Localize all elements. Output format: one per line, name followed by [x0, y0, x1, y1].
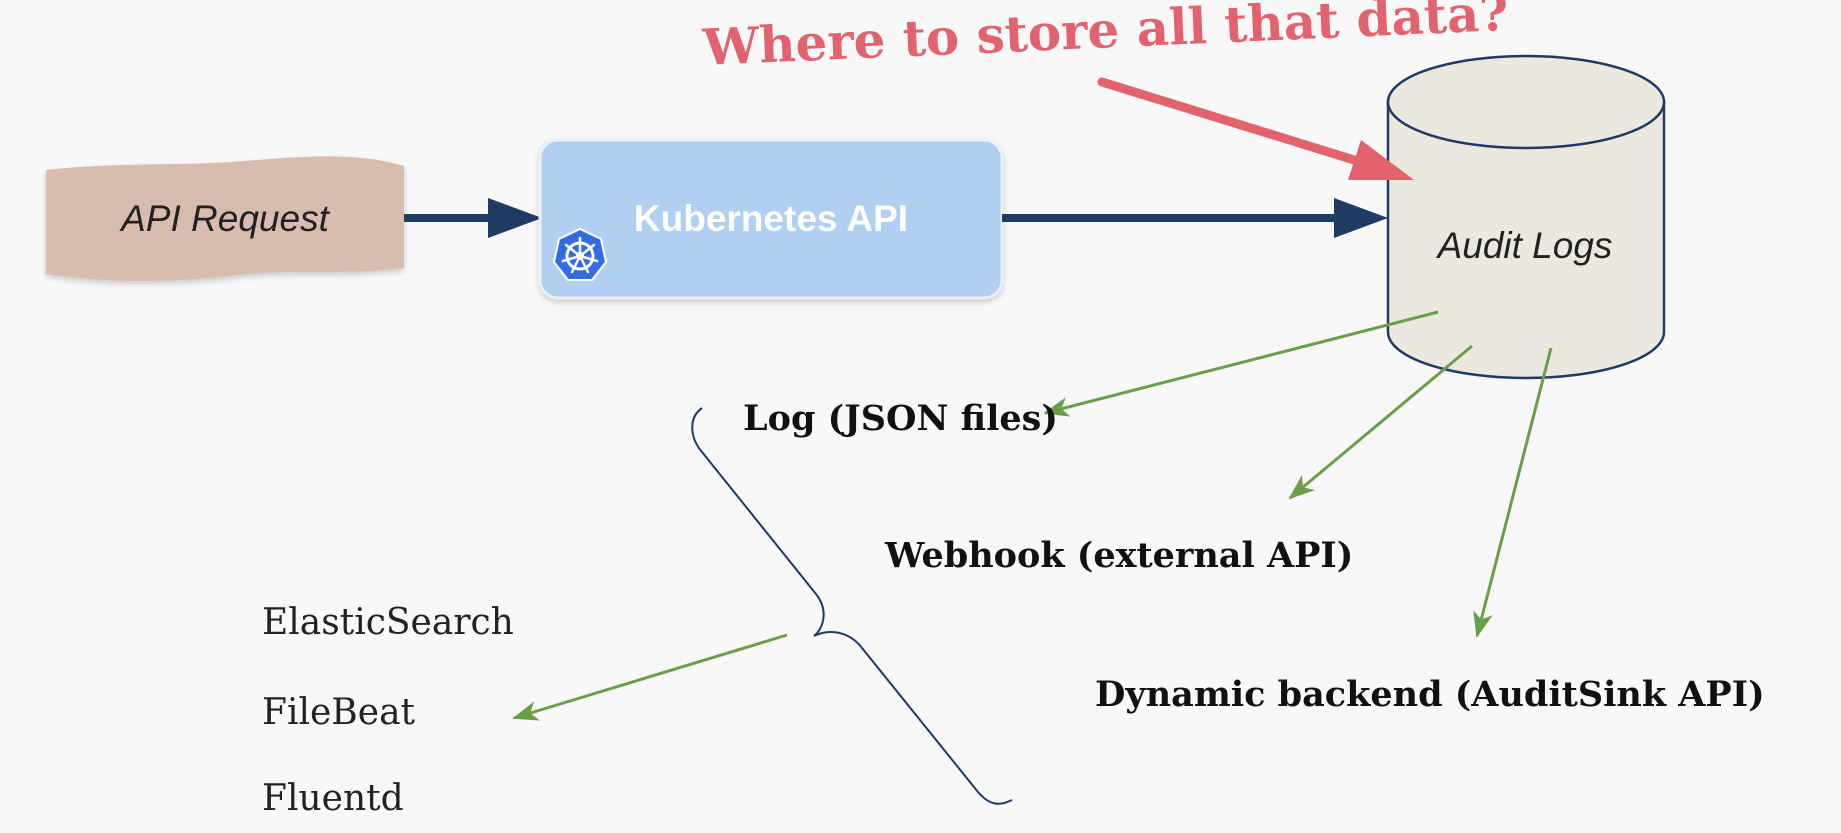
backend-dynamic: Dynamic backend (AuditSink API): [1095, 674, 1765, 715]
tool-elasticsearch: ElasticSearch: [262, 602, 514, 643]
api-request-shape: [46, 156, 404, 282]
arrow-audit-to-webhook: [1288, 344, 1473, 500]
arrow-request-to-k8s: [404, 198, 542, 238]
kubernetes-helm-icon: [552, 227, 608, 281]
kubernetes-api-label: Kubernetes API: [633, 198, 909, 239]
backend-webhook: Webhook (external API): [885, 535, 1354, 576]
tool-fluentd: Fluentd: [262, 778, 404, 819]
backend-log-json: Log (JSON files): [743, 398, 1058, 439]
arrow-brace-to-tools: [512, 633, 788, 721]
question-arrow: [1097, 77, 1414, 180]
curly-brace: [691, 407, 1013, 805]
audit-logs-cylinder: [1386, 54, 1666, 380]
arrow-k8s-to-audit: [1002, 198, 1388, 238]
tool-filebeat: FileBeat: [262, 692, 415, 733]
api-request-label: API Request: [121, 198, 329, 239]
arrow-audit-to-dynamic: [1473, 347, 1553, 638]
audit-logs-label: Audit Logs: [1437, 225, 1613, 266]
arrow-audit-to-log: [1043, 310, 1439, 417]
